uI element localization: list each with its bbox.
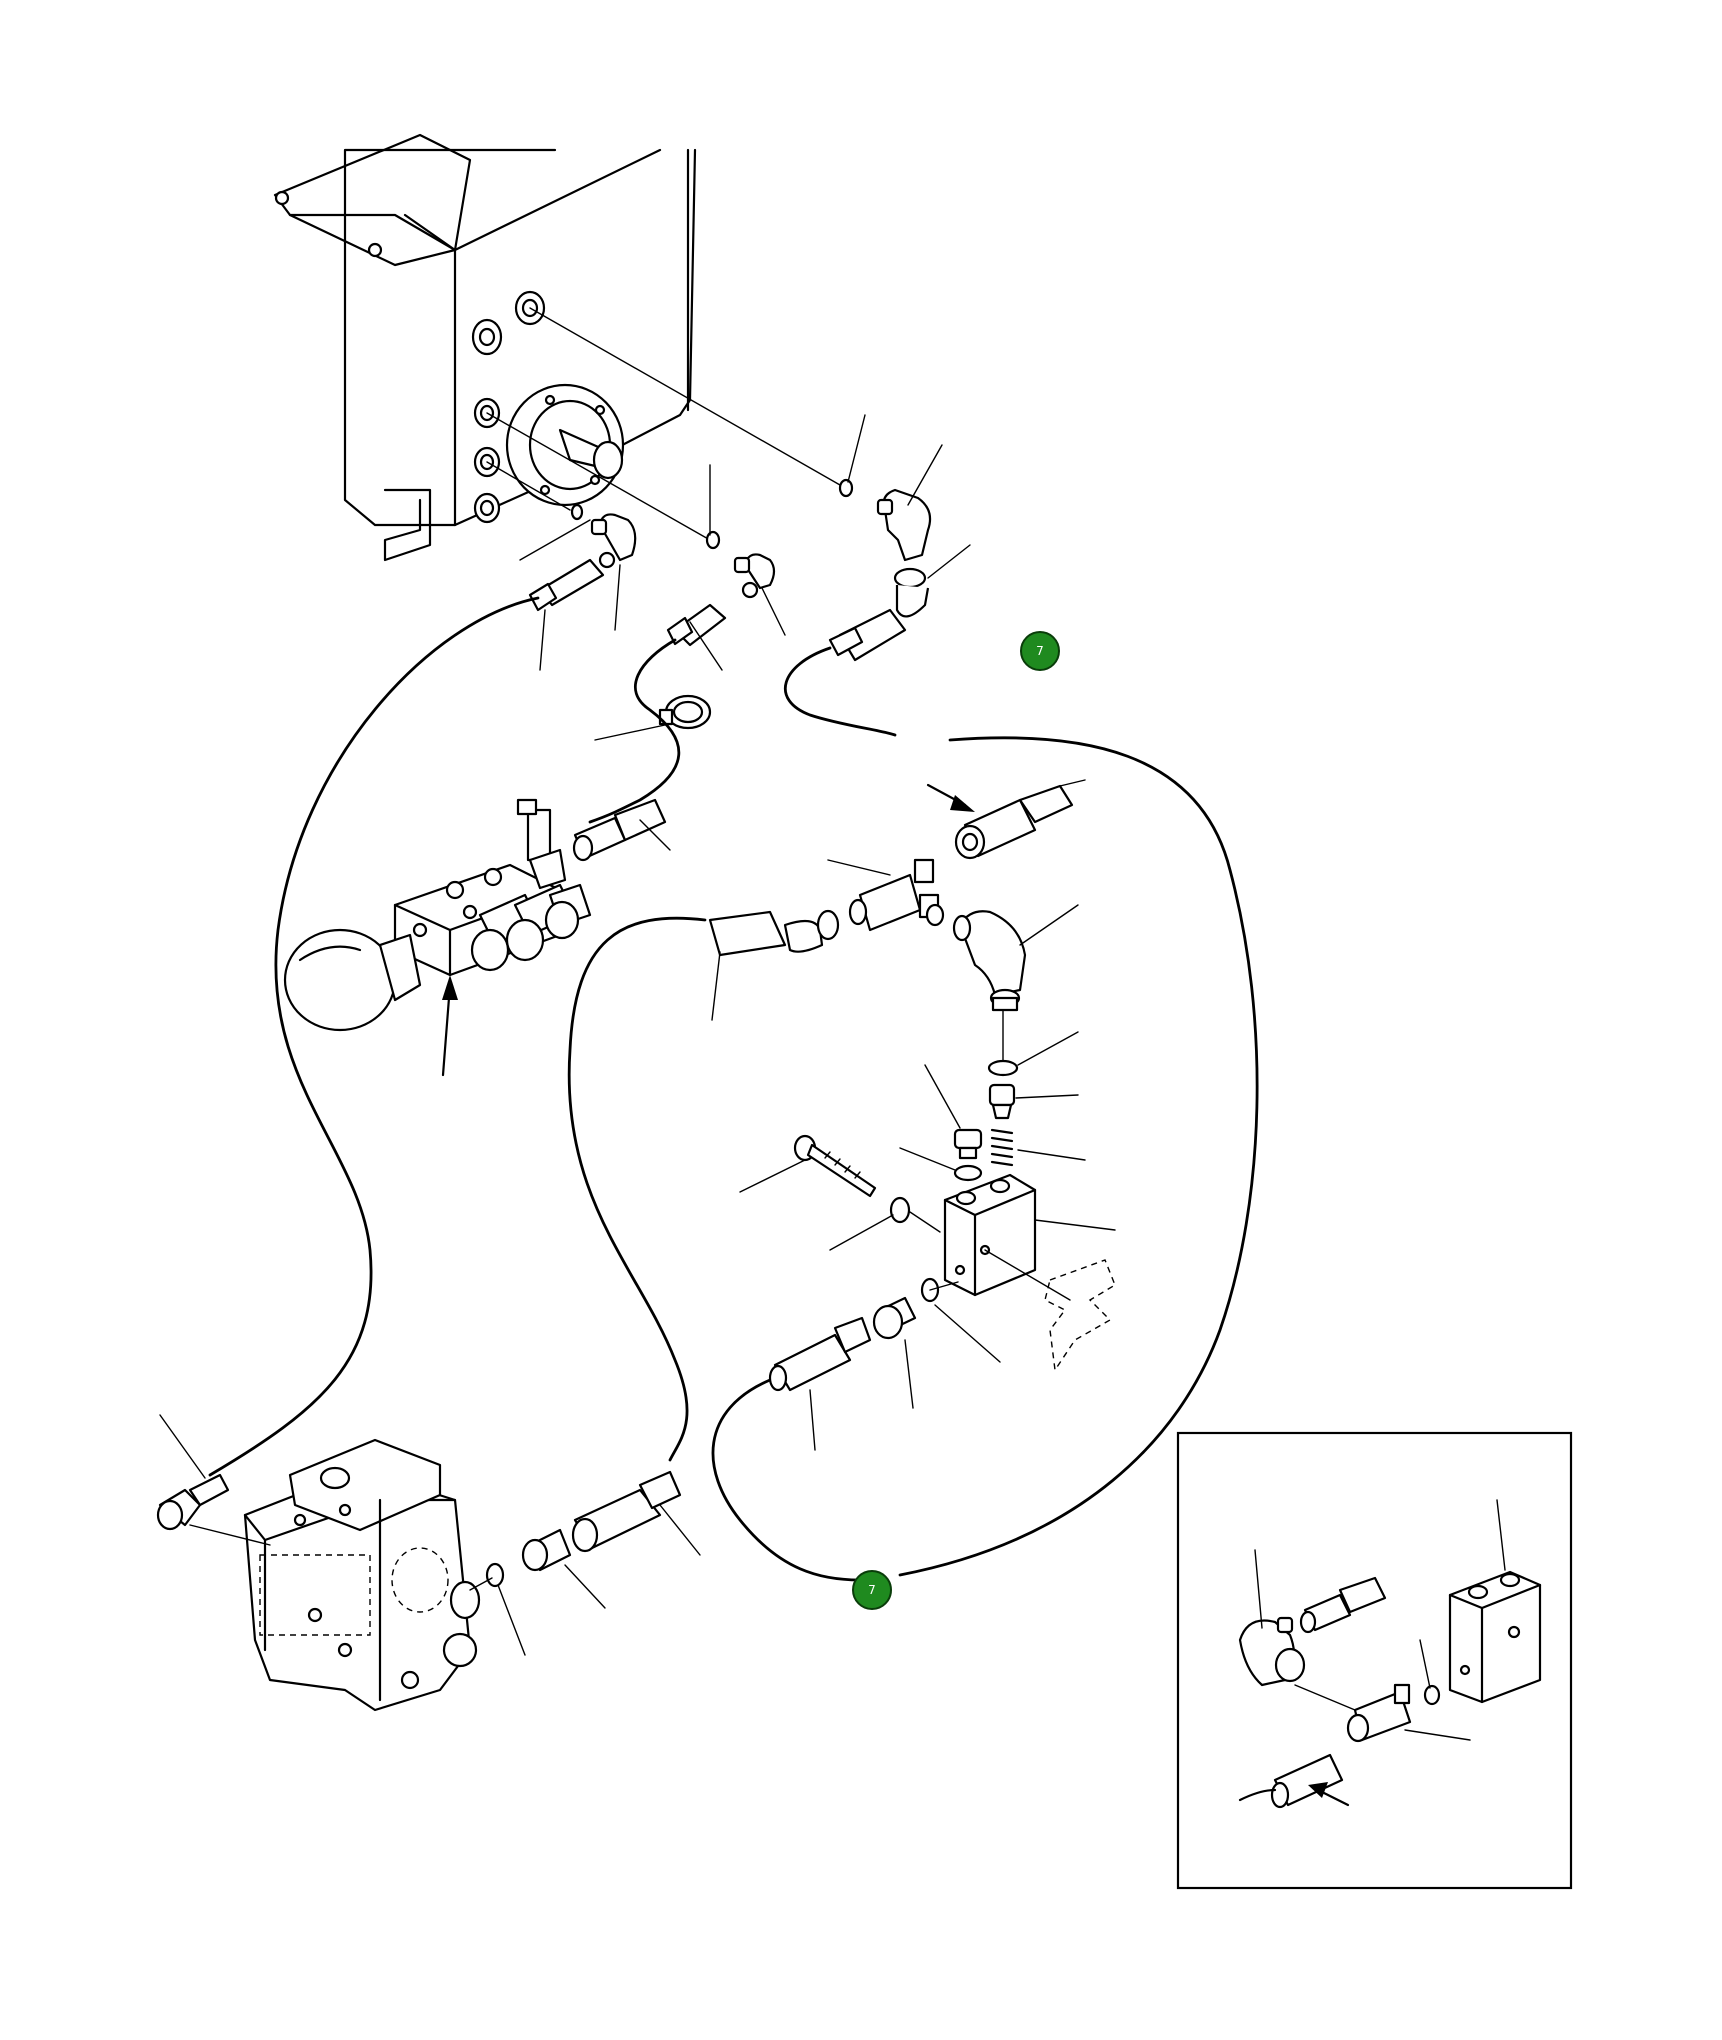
hose-end	[954, 784, 1074, 860]
adapter-fitting	[521, 1528, 572, 1572]
o-ring	[570, 503, 584, 521]
reference-marker[interactable]: 7	[1020, 631, 1060, 671]
mounting-plate	[1044, 1259, 1116, 1372]
o-ring	[705, 530, 721, 550]
hose	[208, 596, 540, 1477]
svg-text:7: 7	[868, 1583, 876, 1597]
elbow-fitting	[590, 513, 637, 569]
elbow-fitting	[952, 910, 1027, 1012]
hose-end	[571, 1470, 682, 1553]
washer	[889, 1196, 911, 1224]
hose-end	[838, 608, 907, 662]
mounting-bolt	[793, 1134, 877, 1198]
hydraulic-tank	[273, 133, 697, 562]
o-ring	[838, 478, 854, 498]
hose-clamp	[658, 694, 712, 730]
o-ring	[953, 1164, 983, 1182]
elbow-fitting	[156, 1473, 230, 1531]
hose-end	[768, 1316, 872, 1392]
check-valve	[988, 1083, 1016, 1120]
reference-marker[interactable]: 7	[852, 1570, 892, 1610]
hose-assembly	[708, 909, 840, 957]
plug	[953, 1128, 983, 1160]
elbow-fitting	[733, 553, 776, 599]
o-ring	[485, 1562, 505, 1588]
relief-valve-block	[943, 1173, 1037, 1297]
o-ring	[987, 1059, 1019, 1077]
adapter-fitting	[872, 1296, 917, 1340]
spring	[990, 1128, 1014, 1167]
tee-fitting	[848, 858, 945, 932]
valve-block	[283, 798, 592, 1032]
elbow-fitting	[876, 488, 932, 618]
svg-text:7: 7	[1036, 644, 1044, 658]
hydraulic-pump	[243, 1438, 481, 1712]
detail-inset	[1176, 1431, 1573, 1890]
